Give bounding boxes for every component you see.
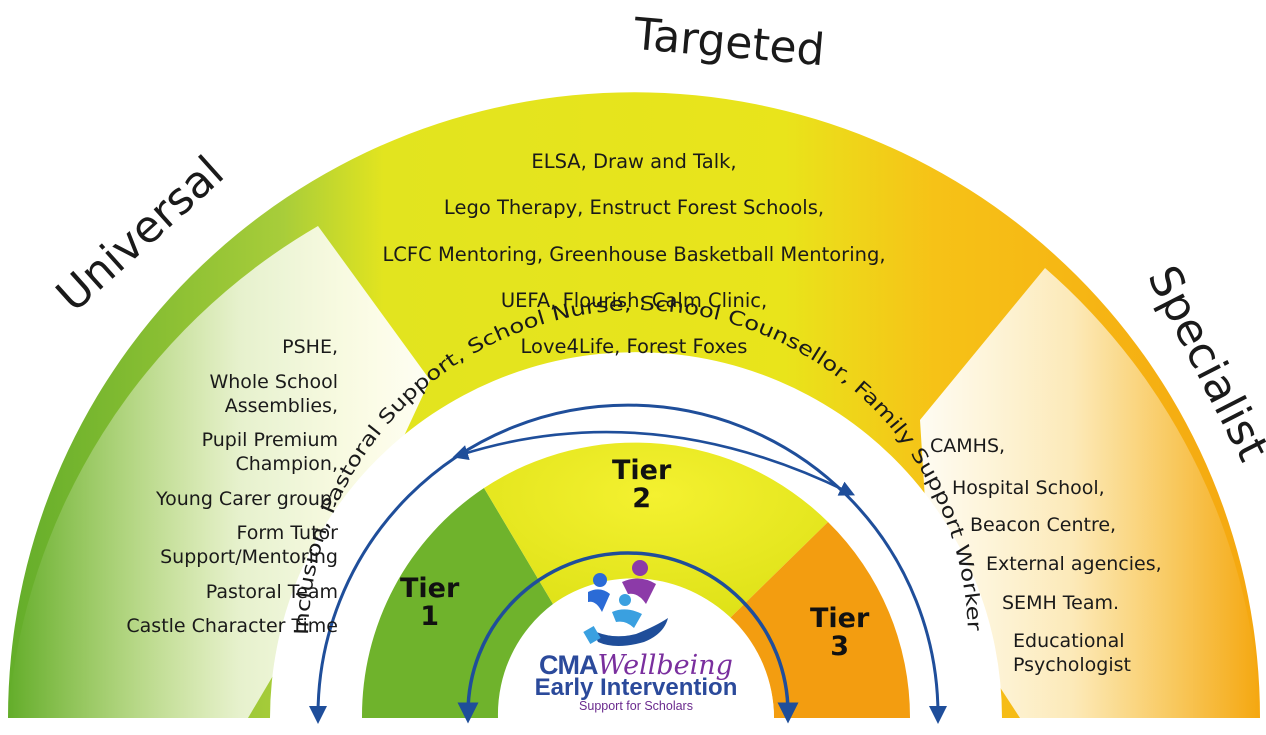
specialist-item: Educational: [1013, 630, 1125, 652]
targeted-item: ELSA, Draw and Talk,: [531, 150, 737, 173]
tier2-word: Tier: [612, 455, 672, 486]
targeted-item: Lego Therapy, Enstruct Forest Schools,: [443, 196, 825, 220]
universal-item: Whole School: [209, 370, 338, 393]
universal-panel: [8, 226, 430, 718]
specialist-item: Psychologist: [1013, 654, 1131, 676]
specialist-item: Hospital School,: [952, 477, 1105, 499]
logo-icon: [583, 560, 668, 646]
logo-early-intervention: Early Intervention: [534, 674, 738, 701]
universal-item: Young Carer group,: [156, 487, 338, 510]
tier3-label: Tier 3: [810, 605, 869, 661]
tier1-segment: [361, 488, 553, 718]
specialist-item: External agencies,: [986, 553, 1162, 575]
specialist-item: CAMHS,: [930, 435, 1006, 457]
support-arrow-inner: [457, 551, 799, 724]
tier3-segment: [730, 522, 911, 718]
universal-item: Support/Mentoring: [160, 546, 338, 568]
tier1-word: Tier: [400, 573, 460, 604]
tier1-number: 1: [420, 601, 440, 632]
targeted-item: Love4Life, Forest Foxes: [520, 335, 748, 359]
logo-cma: CMA: [539, 650, 598, 680]
targeted-item: LCFC Mentoring, Greenhouse Basketball Me…: [382, 242, 886, 266]
tier3-word: Tier: [810, 603, 870, 634]
tier-inner-core: [498, 580, 774, 718]
tier2-label: Tier 2: [612, 457, 671, 513]
universal-list: PSHE, Whole School Assemblies, Pupil Pre…: [126, 335, 338, 649]
tier1-label: Tier 1: [400, 575, 459, 631]
specialist-item: SEMH Team.: [1002, 592, 1120, 614]
heading-targeted: Targeted: [631, 9, 827, 77]
tier3-number: 3: [830, 631, 850, 662]
universal-item: Castle Character Time: [126, 615, 338, 637]
tier2-number: 2: [632, 483, 652, 514]
logo: CMAWellbeing Early Intervention Support …: [535, 650, 738, 713]
specialist-panel: [920, 268, 1260, 718]
targeted-list: ELSA, Draw and Talk, Lego Therapy, Enstr…: [382, 150, 885, 381]
universal-item: Pastoral Team: [205, 580, 338, 603]
universal-item: Champion,: [235, 453, 338, 475]
universal-item: Form Tutor: [236, 522, 338, 544]
universal-item: Assemblies,: [224, 394, 338, 417]
specialist-item: Beacon Centre,: [970, 514, 1117, 536]
support-arrow-middle: [452, 430, 856, 496]
universal-item: PSHE,: [282, 336, 338, 358]
support-arrow-outer: [309, 403, 947, 724]
universal-item: Pupil Premium: [201, 429, 338, 451]
targeted-item: UEFA, Flourish, Calm Clinic,: [500, 288, 768, 312]
logo-support: Support for Scholars: [579, 699, 693, 713]
logo-wellbeing: Wellbeing: [597, 650, 733, 681]
